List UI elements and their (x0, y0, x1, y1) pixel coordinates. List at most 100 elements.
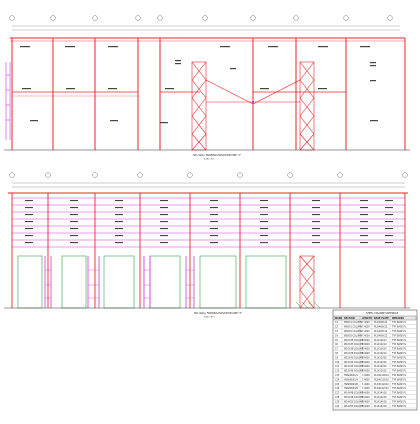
member-tag (70, 214, 78, 216)
schedule-cell: W14X48 COLUMN (344, 392, 364, 395)
schedule-cell: PL3/4X8X12 (374, 334, 388, 337)
brace-tower-right (299, 61, 315, 151)
member-tag (360, 214, 368, 216)
schedule-cell: HSS8X8X3/8 (344, 383, 358, 386)
schedule-cell: PL1X12X16 (374, 370, 387, 373)
schedule-header-bg (333, 315, 417, 321)
member-tag (210, 214, 218, 216)
schedule-cell: TYP. BASE PL (392, 361, 407, 364)
schedule-cell: 7.4000 (362, 370, 370, 373)
schedule-cell: TYP. BASE PL (392, 392, 407, 395)
schedule-cell: C3 (335, 330, 339, 333)
schedule-cell: TYP. BASE PL (392, 370, 407, 373)
schedule-cell: PL3/4X10X10 (374, 374, 389, 377)
member-tag (25, 221, 33, 223)
schedule-cell: C1 (335, 321, 339, 324)
schedule-cell: PL3/4X10X10 (374, 378, 389, 381)
schedule-cell: 7.4000 (362, 326, 370, 329)
schedule-cell: C8 (335, 352, 339, 355)
schedule-cell: PL1X12X16 (374, 356, 387, 359)
schedule-border (332, 309, 418, 411)
schedule-cell: W14X48 COLUMN (344, 396, 364, 399)
schedule-cell: 7.4000 (362, 400, 370, 403)
brace-tower-elev2 (299, 255, 315, 309)
schedule-cell: TYP. BASE PL (392, 348, 407, 351)
schedule-cell: PL1X12X16 (374, 361, 387, 364)
schedule-cell: W10X39 COLUMN (344, 348, 364, 351)
schedule-cell: PL1X10X14 (374, 348, 387, 351)
schedule-cell: W8X35 COLUMN (344, 334, 362, 337)
schedule-cell: C4 (335, 334, 339, 337)
member-tag (260, 228, 268, 230)
elevation-line-1: SHL WALL FRAMING ELEVATION LINE "1" SCAL… (4, 15, 410, 161)
member-tag (385, 207, 393, 209)
schedule-cell: W12X45 COLUMN (344, 365, 364, 368)
member-tag (260, 221, 268, 223)
schedule-cell: 7.4000 (362, 321, 370, 324)
door-frames (17, 255, 287, 309)
columns-elev2 (11, 193, 406, 308)
schedule-cell: 7.4000 (362, 352, 370, 355)
schedule-title: STEEL COLUMN SCHEDULE (366, 312, 399, 315)
member-tag (25, 200, 33, 202)
schedule-cell: 7.4000 (362, 405, 370, 408)
girts-elev1 (12, 91, 346, 97)
schedule-cell: PL1X14X18 (374, 396, 387, 399)
schedule-cell: PL3/4X8X12 (374, 321, 388, 324)
schedule-cell: W8X31 COLUMN (344, 321, 362, 324)
node-marker (251, 100, 255, 104)
member-labels-elev2 (25, 200, 393, 244)
schedule-cell: 7.4000 (362, 396, 370, 399)
member-tag (312, 207, 320, 209)
member-tag (360, 200, 368, 202)
schedule-cell: PL1X10X14 (374, 339, 387, 342)
schedule-cell: TYP. BASE PL (392, 330, 407, 333)
member-tag (385, 214, 393, 216)
member-tag (25, 228, 33, 230)
member-tag (360, 207, 368, 209)
schedule-cell: TYP. BASE PL (392, 339, 407, 342)
schedule-cell: W10X39 COLUMN (344, 352, 364, 355)
member-tag (312, 200, 320, 202)
schedule-cell: 7.4000 (362, 374, 370, 377)
schedule-cell: C18 (335, 396, 340, 399)
schedule-cell: C20 (335, 405, 340, 408)
member-tag (115, 207, 123, 209)
schedule-header-cell: REMARKS (392, 317, 404, 320)
schedule-cell: W14X53 COLUMN (344, 405, 364, 408)
member-tag (312, 221, 320, 223)
member-tag (25, 242, 33, 244)
schedule-cell: W14X53 COLUMN (344, 400, 364, 403)
schedule-cell: TYP. BASE PL (392, 321, 407, 324)
schedule-cell: 7.4000 (362, 339, 370, 342)
schedule-cell: C7 (335, 348, 339, 351)
end-column-left (5, 62, 11, 140)
member-tag (312, 242, 320, 244)
member-labels-elev1 (20, 46, 378, 124)
member-tag (70, 207, 78, 209)
schedule-header-cell: MARK (335, 317, 343, 320)
schedule-cell: W8X35 COLUMN (344, 330, 362, 333)
schedule-cell: TYP. BASE PL (392, 326, 407, 329)
schedule-cell: TYP. BASE PL (392, 356, 407, 359)
schedule-cell: C2 (335, 326, 339, 329)
schedule-cell: TYP. BASE PL (392, 405, 407, 408)
member-tag (385, 200, 393, 202)
foundation-hatch (295, 301, 321, 309)
schedule-cell: W12X40 COLUMN (344, 361, 364, 364)
member-tag (260, 214, 268, 216)
member-tag (385, 228, 393, 230)
schedule-cell: TYP. BASE PL (392, 396, 407, 399)
member-tag (312, 235, 320, 237)
elevation-2-title: SHL WALL FRAMING ELEVATION LINE "2" (194, 312, 242, 315)
member-tag (160, 228, 168, 230)
member-tag (210, 200, 218, 202)
schedule-cell: HSS8X8X3/8 (344, 387, 358, 390)
schedule-cell: C6 (335, 343, 339, 346)
member-tag (385, 235, 393, 237)
schedule-cell: PL1X10X14 (374, 343, 387, 346)
schedule-cell: PL3/4X8X12 (374, 330, 388, 333)
member-tag (360, 235, 368, 237)
schedule-cell: PL1X10X14 (374, 352, 387, 355)
